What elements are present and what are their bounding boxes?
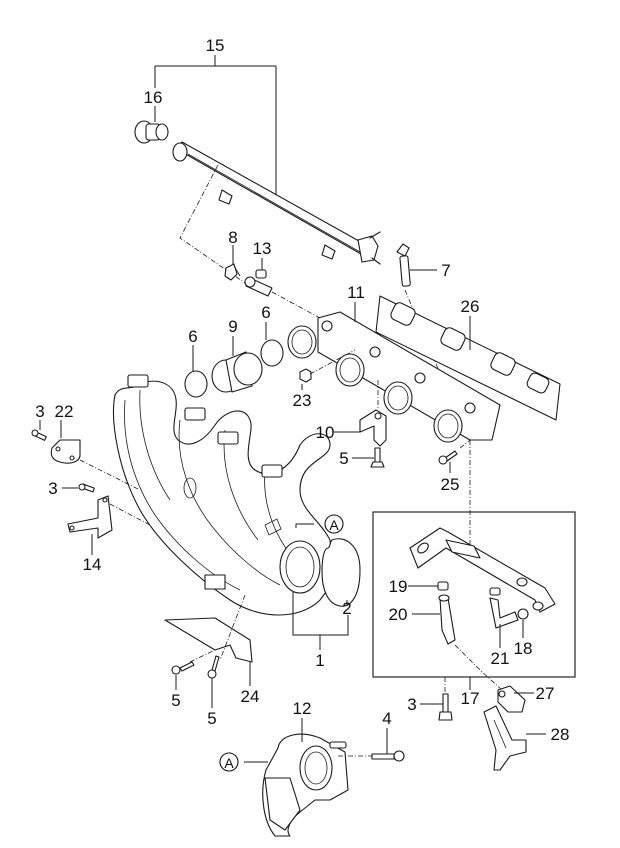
callout-5a: 5 bbox=[339, 449, 348, 468]
hose[interactable] bbox=[489, 597, 519, 648]
callout-25: 25 bbox=[441, 475, 460, 494]
callout-26: 26 bbox=[461, 297, 480, 316]
bolt[interactable] bbox=[62, 483, 95, 493]
intake-manifold-assembly[interactable] bbox=[113, 374, 349, 650]
callout-20: 20 bbox=[389, 605, 408, 624]
callout-24: 24 bbox=[241, 687, 260, 706]
callout-5c: 5 bbox=[207, 709, 216, 728]
callout-1: 1 bbox=[315, 651, 324, 670]
clip[interactable] bbox=[224, 245, 241, 281]
bracket[interactable] bbox=[334, 380, 387, 447]
sensor[interactable] bbox=[497, 685, 534, 713]
callout-6a: 6 bbox=[188, 327, 197, 346]
bolt[interactable] bbox=[171, 649, 216, 690]
callout-11: 11 bbox=[347, 283, 365, 302]
bolt[interactable] bbox=[420, 677, 453, 721]
throttle-body[interactable] bbox=[244, 718, 349, 837]
callout-3b: 3 bbox=[48, 479, 57, 498]
coolant-passage[interactable] bbox=[287, 302, 501, 443]
clamp[interactable] bbox=[489, 587, 501, 596]
bracket[interactable] bbox=[50, 420, 141, 491]
callout-18: 18 bbox=[514, 639, 533, 658]
callout-17: 17 bbox=[461, 689, 480, 708]
bracket[interactable] bbox=[483, 705, 546, 771]
callout-9: 9 bbox=[228, 317, 237, 336]
pressure-regulator[interactable] bbox=[134, 120, 169, 144]
pcv-hose-inset bbox=[372, 511, 576, 690]
callout-15: 15 bbox=[206, 36, 225, 55]
injector[interactable] bbox=[244, 258, 321, 319]
reference-marker-a: A bbox=[219, 752, 239, 772]
hose-clamp[interactable] bbox=[260, 322, 284, 367]
bracket[interactable] bbox=[67, 495, 151, 555]
bolt[interactable] bbox=[31, 420, 47, 441]
hose-clamp[interactable] bbox=[184, 345, 208, 398]
callout-6b: 6 bbox=[261, 303, 270, 322]
fuel-rail-assembly[interactable] bbox=[134, 55, 381, 284]
callout-21: 21 bbox=[491, 649, 510, 668]
callout-8: 8 bbox=[228, 228, 237, 247]
gasket[interactable] bbox=[375, 295, 561, 421]
nut[interactable] bbox=[299, 349, 356, 390]
callout-3a: 3 bbox=[35, 402, 44, 421]
callout-5b: 5 bbox=[171, 691, 180, 710]
callout-7: 7 bbox=[441, 261, 450, 280]
clamp[interactable] bbox=[517, 608, 529, 638]
throttle-body-gasket[interactable] bbox=[321, 538, 361, 607]
stay[interactable] bbox=[164, 594, 253, 686]
callout-22: 22 bbox=[55, 402, 74, 421]
reference-marker-a: A bbox=[324, 514, 344, 534]
clamp[interactable] bbox=[408, 581, 449, 591]
callout-14: 14 bbox=[83, 555, 102, 574]
callout-2: 2 bbox=[342, 599, 351, 618]
pcv-hose-assembly[interactable] bbox=[409, 527, 556, 613]
callout-16: 16 bbox=[144, 88, 163, 107]
reference-marker-a-label: A bbox=[329, 517, 339, 533]
callout-19: 19 bbox=[389, 577, 408, 596]
callout-23: 23 bbox=[293, 391, 312, 410]
callout-27: 27 bbox=[536, 684, 555, 703]
callout-3c: 3 bbox=[407, 695, 416, 714]
callout-28: 28 bbox=[551, 725, 570, 744]
hose[interactable] bbox=[412, 594, 503, 691]
bolt[interactable] bbox=[207, 655, 220, 708]
reference-marker-a-label: A bbox=[224, 755, 234, 771]
throttle-body-bolt[interactable] bbox=[338, 728, 405, 762]
hose[interactable] bbox=[211, 336, 263, 393]
callout-10: 10 bbox=[316, 423, 335, 442]
callout-4: 4 bbox=[382, 709, 391, 728]
callout-12: 12 bbox=[293, 699, 312, 718]
callout-13: 13 bbox=[253, 239, 272, 258]
bolt[interactable] bbox=[352, 447, 385, 468]
bolt[interactable] bbox=[438, 439, 471, 560]
